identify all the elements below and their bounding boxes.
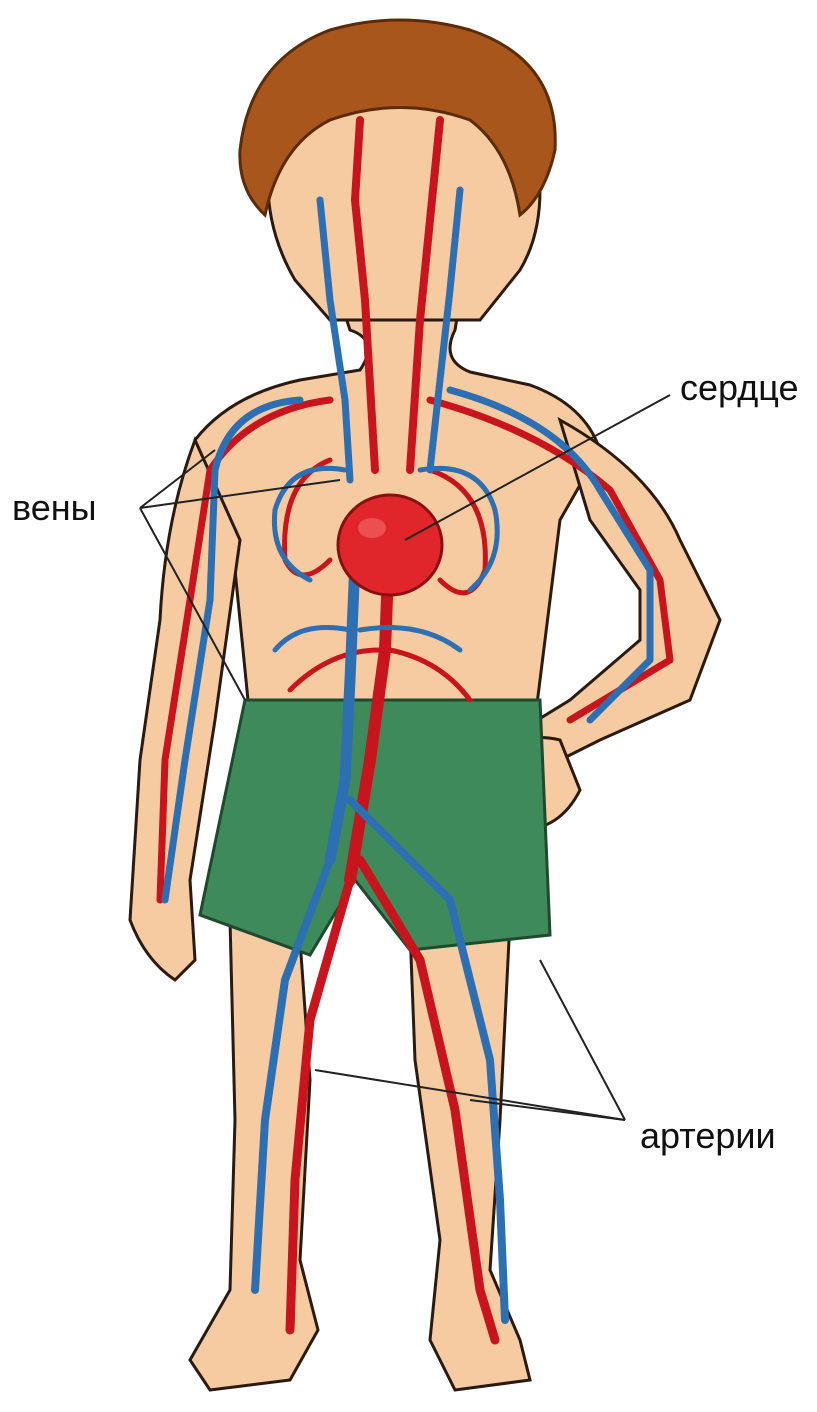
label-arteries: артерии <box>640 1118 776 1154</box>
heart-shape <box>338 495 442 595</box>
label-veins: вены <box>12 490 97 526</box>
heart-highlight <box>358 518 386 538</box>
label-heart: сердце <box>680 370 798 406</box>
leader-arteries-3 <box>540 960 625 1120</box>
